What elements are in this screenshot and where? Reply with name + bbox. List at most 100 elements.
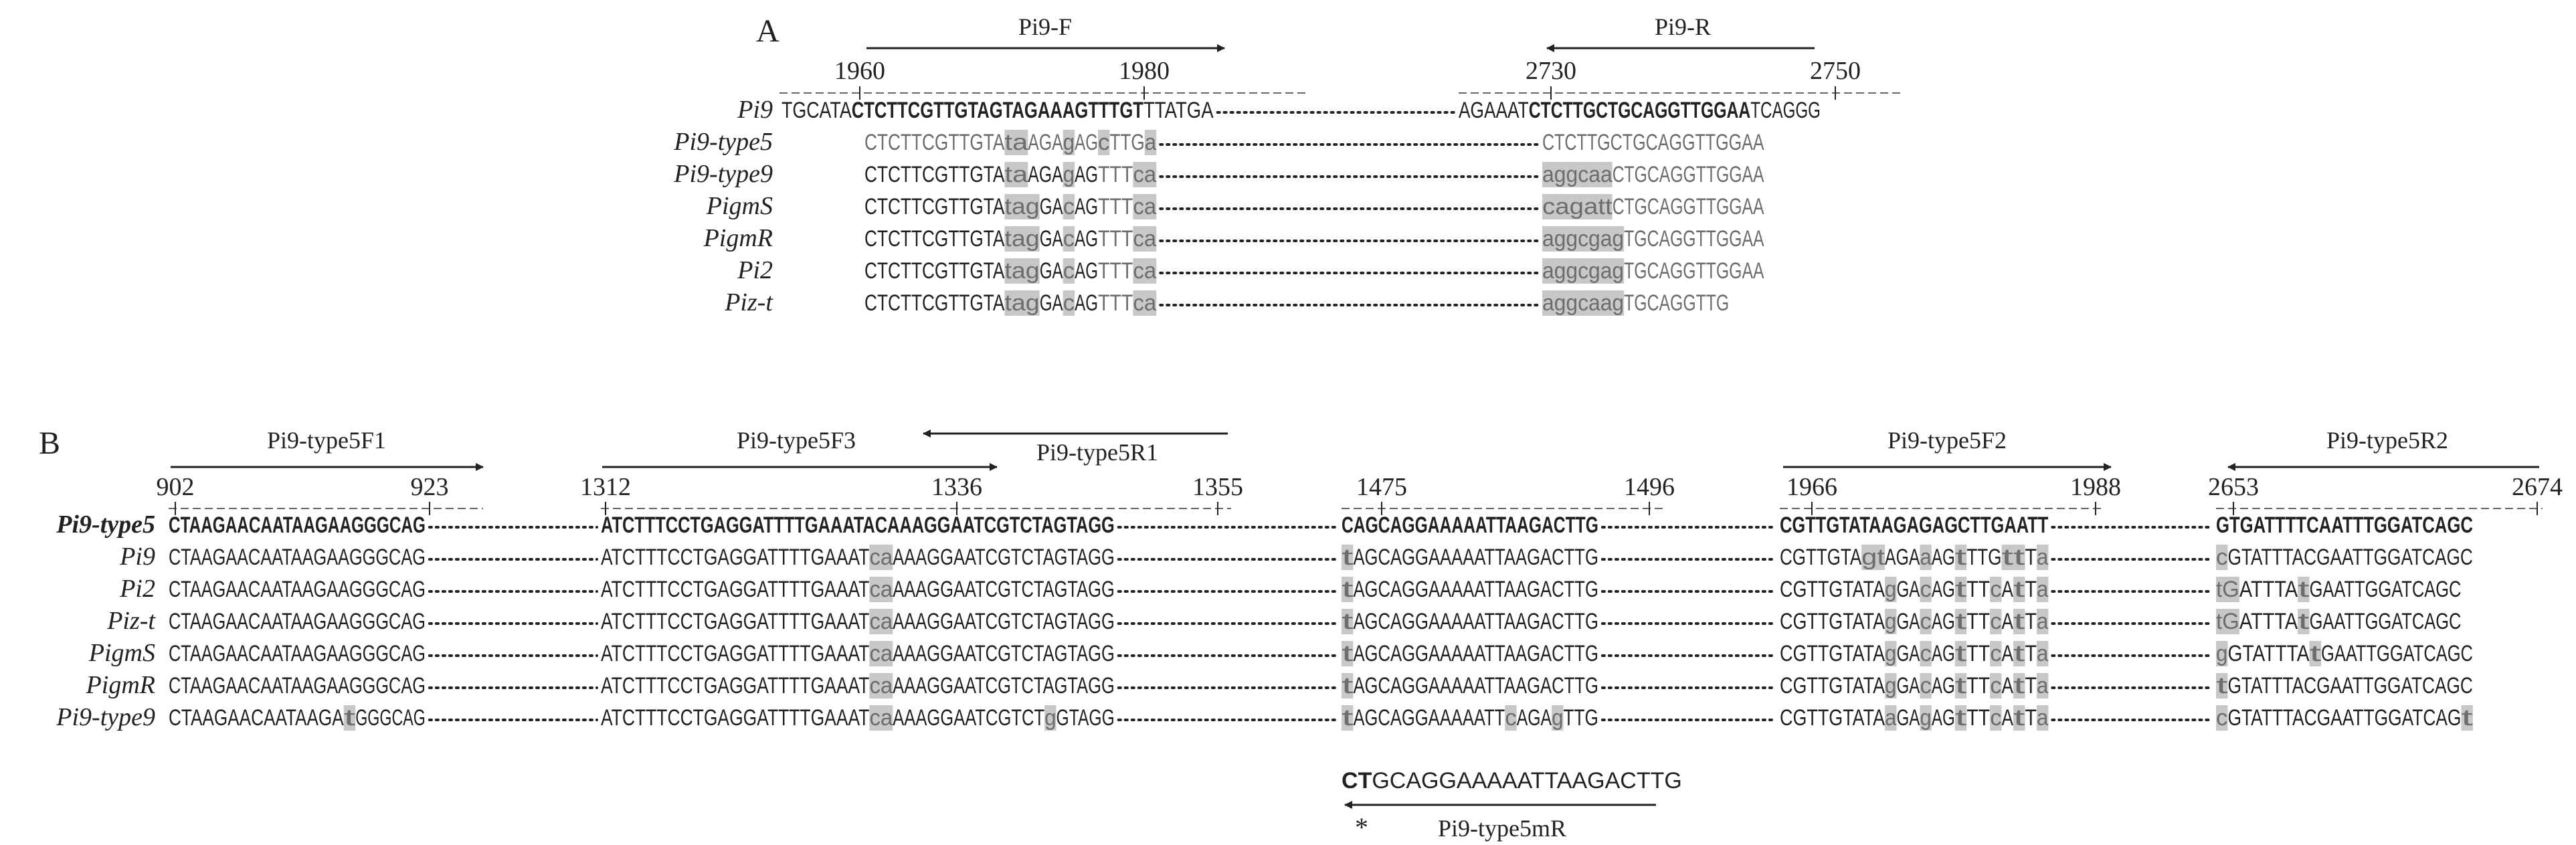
highlight-box [2216,705,2228,731]
sequence-segment: AAAGGAATCGTCTAGTAGG [893,609,1115,634]
panel-b-label: B [39,426,60,461]
highlight-box [1342,673,1354,698]
highlight-box [869,705,893,731]
sequence-segment: AAAGGAATCGTCTAGTAGG [893,673,1115,698]
sequence-segment: CTAAGAACAATAAGAAGGGCAG [169,609,426,634]
highlight-box [1133,226,1157,252]
sequence-segment: t [2013,641,2025,666]
row-label: Pi2 [737,256,773,284]
sequence-segment: g [1885,577,1896,602]
position-number: 1988 [2070,473,2121,501]
primer-label-type5f2: Pi9-type5F2 [1888,427,2007,454]
sequence-segment: aggcgag [1542,258,1624,284]
highlight-box [1920,577,1932,602]
sequence-segment: AAAGGAATCGTCT [893,705,1044,731]
sequence-segment: GA [1040,194,1063,219]
primer-label-type5mr: Pi9-type5mR [1438,815,1566,842]
row-label: Pi9-type5 [673,128,773,156]
highlight-box [2013,609,2025,634]
highlight-box [869,609,893,634]
sequence-segment: g [1552,705,1563,731]
sequence-segment: ca [1133,162,1156,187]
sequence-segment: AAAGGAATCGTCTAGTAGG [893,577,1115,602]
row-label: PigmR [86,671,155,699]
sequence-segment: g [1885,641,1896,666]
highlight-box [1098,130,1110,155]
sequence-segment: t [2013,705,2025,731]
sequence-segment: ca [1133,258,1156,284]
sequence-segment: t [2298,609,2310,634]
sequence-segment: AGA [1517,705,1552,731]
highlight-box [2298,577,2310,602]
sequence-segment: A [2002,641,2014,666]
highlight-box [1861,545,1885,570]
highlight-box [1004,258,1040,284]
position-number: 2674 [2512,473,2563,501]
sequence-segment: AG [1932,705,1955,731]
sequence-segment: c [1063,258,1075,284]
sequence-segment: TTT [1098,162,1133,187]
sequence-segment: AG [1932,673,1955,698]
highlight-box [1063,130,1075,155]
sequence-segment: tG [2216,609,2239,634]
sequence-segment: GA [1040,258,1063,284]
primer-label-type5r2: Pi9-type5R2 [2326,427,2448,454]
position-number: 1496 [1624,473,1675,501]
sequence-segment: ATCTTTCCTGAGGATTTTGAAAT [601,577,869,602]
highlight-box [1133,258,1157,284]
sequence-segment: a [2037,609,2049,634]
sequence-segment: g [1063,162,1075,187]
sequence-segment: g [1044,705,1056,731]
sequence-segment: tt [2002,545,2026,570]
sequence-segment: TTT [1098,226,1133,252]
sequence-segment: CGTTGTATA [1780,705,1885,731]
highlight-box [2309,641,2322,666]
highlight-box [1542,162,1613,187]
sequence-segment: GTATTTA [2227,641,2309,666]
sequence-segment: AG [1075,194,1098,219]
highlight-box [1342,577,1354,602]
sequence-segment: T [2025,609,2036,634]
highlight-box [1044,705,1056,731]
sequence-segment: t [1342,577,1354,602]
sequence-segment: AAAGGAATCGTCTAGTAGG [893,641,1115,666]
position-number: 1960 [834,57,885,85]
highlight-box [1954,641,1967,666]
sequence-segment: TT [1966,673,1990,698]
highlight-box [1990,609,2002,634]
sequence-segment: c [2216,705,2227,731]
sequence-segment: CTCTTCGTTGTA [864,258,1005,284]
position-number: 902 [157,473,195,501]
highlight-box [869,641,893,666]
sequence-segment: CGTTGTA [1780,545,1861,570]
sequence-segment: T [2025,705,2036,731]
sequence-segment: AGCAGGAAAAATTAAGACTTG [1353,577,1598,602]
sequence-segment: g [1063,130,1075,155]
sequence-segment: CTCTTCGTTGTA [864,226,1005,252]
highlight-box [1542,194,1613,219]
asterisk-mark: * [1355,812,1368,842]
highlight-box [2216,577,2239,602]
sequence-segment: t [1342,673,1354,698]
highlight-box [1063,226,1075,252]
sequence-segment: GA [1040,290,1063,316]
sequence-segment: TGCAGGTTGGAA [1624,258,1764,284]
row-label: Piz-t [724,288,773,316]
sequence-segment: A [2002,673,2014,698]
sequence-segment: AGCAGGAAAAATTAAGACTTG [1353,673,1598,698]
sequence-segment: c [1920,641,1931,666]
sequence-segment: TT [1966,641,1990,666]
sequence-segment: TTG [1966,545,2001,570]
sequence-segment: GA [1040,226,1063,252]
sequence-segment: AG [1075,226,1098,252]
sequence-segment: c [1063,226,1075,252]
position-number: 2730 [1526,57,1576,85]
sequence-segment: CTAAGAACAATAAGAAGGGCAG [169,641,426,666]
highlight-box [1542,226,1625,252]
highlight-box [1133,290,1157,316]
highlight-box [1920,705,1932,731]
sequence-segment: AGA [1028,162,1063,187]
sequence-segment: c [1920,609,1931,634]
highlight-box [2013,641,2025,666]
